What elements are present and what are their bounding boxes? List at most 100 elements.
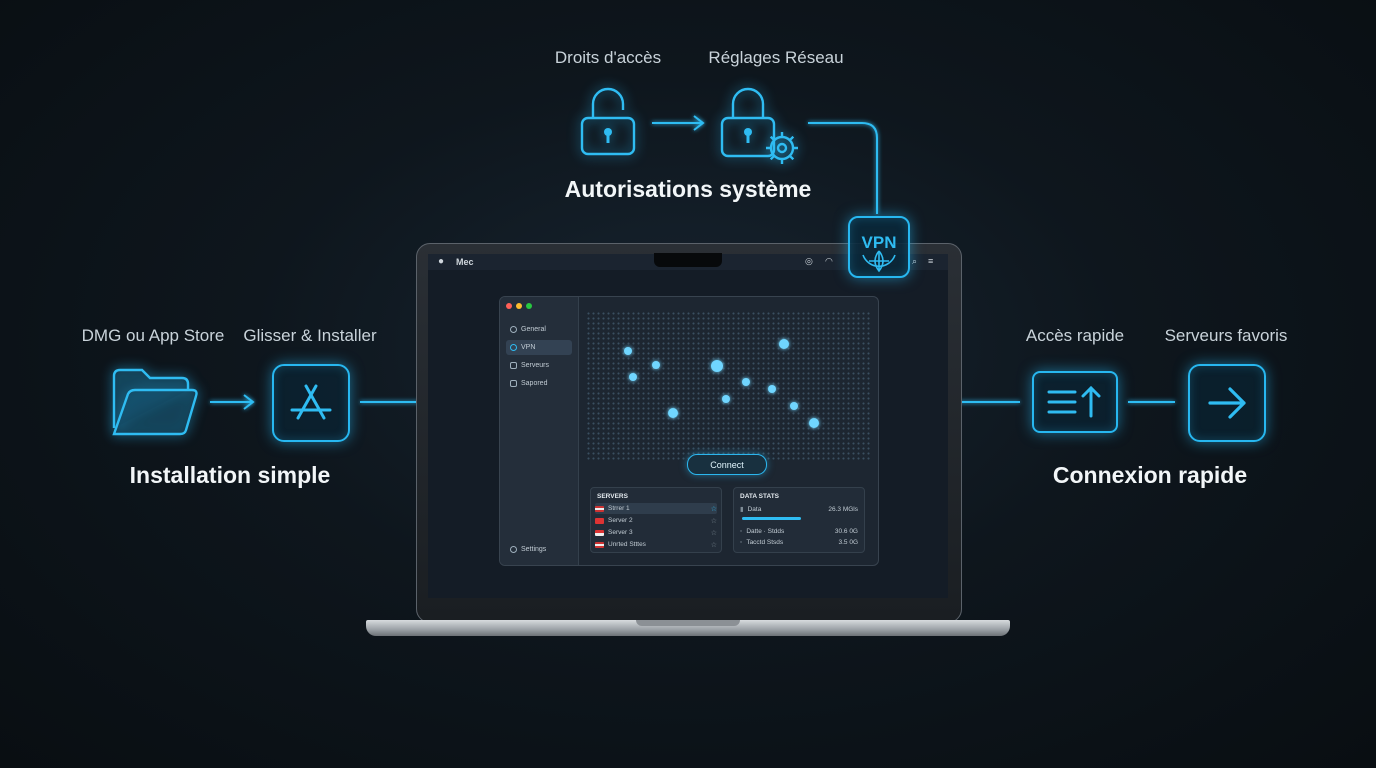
server-row[interactable]: Server 2 ☆ [595, 515, 717, 526]
caption-favorite-servers: Serveurs favoris [1164, 326, 1288, 345]
transfer-icon: ▫ [740, 527, 743, 535]
apple-logo-icon: ● [438, 256, 445, 267]
sidebar-item-label: Sapored [521, 380, 548, 387]
globe-icon [510, 344, 517, 351]
laptop-base [366, 620, 1010, 636]
sidebar-item-general[interactable]: General [506, 322, 572, 337]
menubar-app-title: Mec [456, 257, 474, 267]
server-row[interactable]: Unrted Stttes ☆ [595, 539, 717, 550]
server-marker[interactable] [768, 385, 776, 393]
camera-notch [654, 253, 722, 267]
vpn-globe-icon: VPN [862, 233, 897, 273]
favorite-star-icon[interactable]: ☆ [710, 505, 717, 513]
zoom-window-button[interactable] [526, 303, 532, 309]
sidebar-item-servers[interactable]: Serveurs [506, 358, 572, 373]
vpn-badge[interactable]: VPN [848, 216, 910, 278]
menubar-globe-icon[interactable]: ◎ [805, 256, 813, 266]
minimize-window-button[interactable] [516, 303, 522, 309]
arrow-right-icon [1208, 387, 1246, 419]
stat-row: ▫ Datte · Stdds 30.6 0G [740, 526, 858, 536]
sidebar-item-support[interactable]: Sapored [506, 376, 572, 391]
arrow-top-1-head [693, 115, 705, 131]
vpn-badge-label: VPN [862, 233, 897, 252]
server-location-markers [624, 339, 819, 428]
server-marker[interactable] [722, 395, 730, 403]
favorite-servers-tile[interactable] [1188, 364, 1266, 442]
quick-access-tile[interactable] [1032, 371, 1118, 433]
caption-quick-access: Accès rapide [1025, 326, 1125, 345]
stat-label: Datte · Stdds [746, 527, 785, 535]
server-name: Server 3 [608, 529, 633, 536]
vpn-app-window: General VPN Serveurs Sapored Settings [499, 296, 879, 566]
server-marker[interactable] [668, 408, 678, 418]
heading-quick-connection: Connexion rapide [1052, 462, 1248, 488]
stat-value: 26.3 MGls [828, 505, 858, 513]
sidebar-item-label: VPN [521, 344, 536, 351]
info-icon [510, 326, 517, 333]
server-marker[interactable] [779, 339, 789, 349]
world-map [586, 311, 870, 461]
server-marker[interactable] [790, 402, 798, 410]
servers-panel-title: SERVERS [597, 493, 628, 500]
app-store-icon [290, 384, 332, 420]
flag-icon [595, 517, 604, 524]
menubar-wifi-icon[interactable]: ◠ [825, 256, 833, 266]
transfer-icon: ▫ [740, 538, 743, 546]
heading-system-permissions: Autorisations système [564, 176, 812, 202]
laptop-screen: ● Mec ◎ ◠ ⌕ ≡ General VPN Serveurs [428, 254, 948, 598]
server-name: Unrted Stttes [608, 541, 646, 548]
server-row[interactable]: Server 3 ☆ [595, 527, 717, 538]
line-settings-to-vpn [808, 122, 878, 214]
favorite-star-icon[interactable]: ☆ [710, 541, 717, 549]
menubar-menu-icon[interactable]: ≡ [928, 256, 934, 266]
usage-progress-bar [742, 517, 801, 520]
server-marker[interactable] [652, 361, 660, 369]
server-name: Server 2 [608, 517, 633, 524]
close-window-button[interactable] [506, 303, 512, 309]
stat-row: ▫ Tacctd Stsds 3.5 0G [740, 537, 858, 547]
favorite-star-icon[interactable]: ☆ [710, 517, 717, 525]
flag-icon [595, 529, 604, 536]
favorite-star-icon[interactable]: ☆ [710, 529, 717, 537]
help-icon [510, 380, 517, 387]
app-sidebar: General VPN Serveurs Sapored Settings [500, 297, 579, 565]
server-marker[interactable] [711, 360, 723, 372]
server-row[interactable]: Strrer 1 ☆ [595, 503, 717, 514]
server-marker[interactable] [809, 418, 819, 428]
stat-value: 30.6 0G [834, 527, 858, 535]
server-name: Strrer 1 [608, 505, 630, 512]
server-icon [510, 362, 517, 369]
padlock-icon [580, 87, 636, 156]
caption-drag-install: Glisser & Installer [243, 326, 377, 345]
server-marker[interactable] [742, 378, 750, 386]
data-stats-panel: DATA STATS ▮ Data 26.3 MGls ▫ Datte · St… [733, 487, 865, 553]
app-store-tile[interactable] [272, 364, 350, 442]
data-icon: ▮ [740, 506, 744, 513]
sidebar-item-label: Settings [521, 546, 547, 553]
server-marker[interactable] [624, 347, 632, 355]
stat-row: ▮ Data 26.3 MGls [740, 504, 858, 514]
sidebar-item-vpn[interactable]: VPN [506, 340, 572, 355]
menubar-search-icon[interactable]: ⌕ [912, 256, 918, 266]
caption-dmg-appstore: DMG ou App Store [81, 326, 225, 345]
folder-icon [112, 368, 198, 436]
caption-access-rights: Droits d'accès [554, 48, 662, 67]
list-upload-icon [1047, 385, 1101, 418]
data-stats-title: DATA STATS [740, 493, 779, 500]
padlock-gear-icon [720, 87, 798, 164]
laptop-opening-notch [636, 620, 740, 626]
sidebar-item-settings[interactable]: Settings [506, 542, 572, 557]
stat-value: 3.5 0G [838, 538, 858, 546]
gear-icon [510, 546, 517, 553]
stat-label: Tacctd Stsds [746, 538, 784, 546]
server-marker[interactable] [629, 373, 637, 381]
sidebar-item-label: General [521, 326, 546, 333]
us-flag-icon [595, 541, 604, 548]
stat-label: Data [747, 505, 762, 513]
connect-button[interactable]: Connect [687, 454, 767, 475]
arrow-left-1-head [243, 394, 255, 410]
heading-simple-install: Installation simple [129, 462, 331, 488]
us-flag-icon [595, 505, 604, 512]
servers-panel: SERVERS Strrer 1 ☆ Server 2 ☆ Server 3 ☆… [590, 487, 722, 553]
caption-network-settings: Réglages Réseau [708, 48, 844, 67]
